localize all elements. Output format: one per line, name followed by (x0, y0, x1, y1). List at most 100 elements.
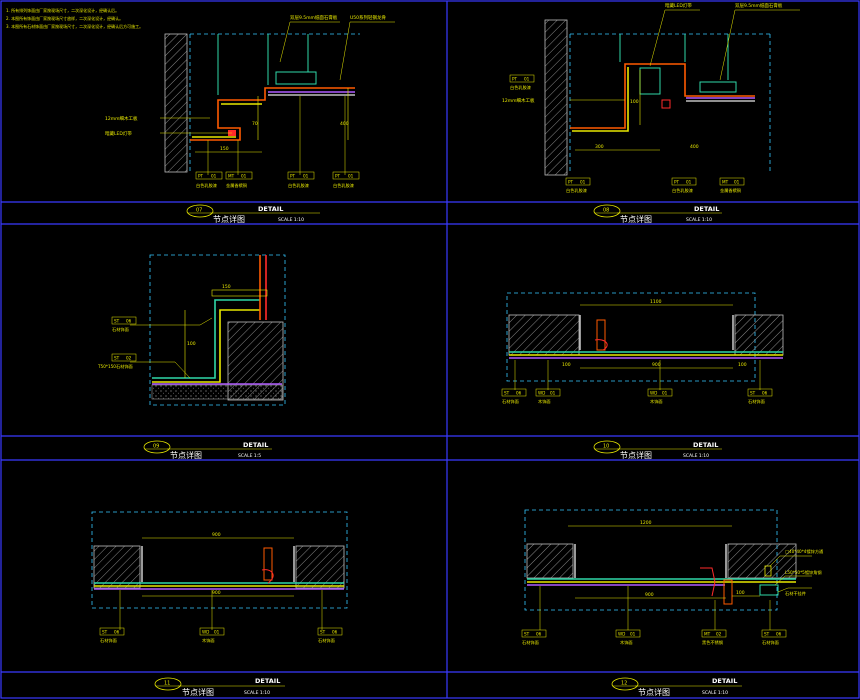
tag-num: 01 (550, 391, 556, 396)
detail-11: 900 900 ST 06 石材饰面 WD 01 木饰面 ST 06 石材饰面 (91, 511, 348, 644)
dim-label: 400 (340, 121, 349, 127)
detail-10: 1100 900 100 100 ST 06 石材饰面 WD 01 木饰面 WD… (501, 292, 784, 405)
tag-text: 石材饰面 (100, 637, 117, 644)
stone-block (526, 543, 574, 579)
note-2: 2. 本图所有饰面由厂家按现场尺寸放样，二次深化设计，经确认。 (6, 15, 123, 21)
detail-scale: SCALE 1:10 (244, 690, 270, 696)
tag-text: 金属香槟铜 (720, 187, 741, 194)
detail-08: 300 100 400 暗藏LED灯带 双层9.5mm纸面石膏板 12mm细木工… (502, 2, 800, 194)
tag-num: 02 (716, 632, 722, 637)
stone-block (734, 314, 784, 356)
tag-num: 06 (762, 391, 768, 396)
title-block-11: 11 DETAIL 节点详图 SCALE 1:10 (154, 677, 285, 697)
tag-code: PT (674, 180, 680, 185)
tag-code: ST (524, 632, 530, 637)
tag-code: PT (512, 77, 518, 82)
tag-code: ST (114, 356, 120, 361)
tag-num: 01 (662, 391, 668, 396)
tag-text: 白色乳胶漆 (566, 187, 587, 194)
tag-code: PT (198, 174, 204, 179)
title-block-07: 07 DETAIL 节点详图 SCALE 1:10 (186, 204, 320, 224)
tag-code: WD (618, 632, 625, 637)
detail-title: 节点详图 (620, 214, 652, 224)
detail-label: DETAIL (694, 205, 719, 213)
dim-label: 100 (187, 341, 196, 347)
dim-label: 70 (252, 121, 258, 127)
tag-num: 01 (686, 180, 692, 185)
detail-label: DETAIL (693, 441, 718, 449)
dim-label: 900 (212, 532, 221, 538)
tag-code: MT (704, 632, 711, 637)
stone-block (727, 543, 797, 579)
dim-label: 300 (595, 144, 604, 150)
detail-number: 11 (164, 681, 170, 687)
tag-code: ST (750, 391, 756, 396)
tag-code: PT (290, 174, 296, 179)
stone-block (295, 545, 345, 589)
tag-text: 金属香槟铜 (226, 182, 247, 189)
detail-number: 10 (603, 444, 609, 450)
tag-text: 白色乳胶漆 (510, 84, 531, 91)
tag-num: 01 (734, 180, 740, 185)
tag-text: 白色乳胶漆 (196, 182, 217, 189)
detail-scale: SCALE 1:10 (686, 217, 712, 223)
dim-label: 900 (652, 362, 661, 368)
callout-text: 双层9.5mm纸面石膏板 (735, 2, 783, 9)
title-block-09: 09 DETAIL 节点详图 SCALE 1:5 (143, 440, 272, 460)
callout-text: U50系列轻钢龙骨 (350, 14, 387, 21)
detail-label: DETAIL (255, 677, 280, 685)
detail-07: 150 70 400 双层9.5mm纸面石膏板 U50系列轻钢龙骨 12mm细木… (105, 14, 395, 189)
detail-number: 08 (603, 208, 609, 214)
detail-label: DETAIL (243, 441, 268, 449)
tag-text: 黑色不锈钢 (702, 639, 723, 646)
detail-number: 07 (196, 208, 202, 214)
dim-label: 150 (220, 146, 229, 152)
tag-num: 06 (114, 630, 120, 635)
detail-scale: SCALE 1:10 (683, 453, 709, 459)
detail-09: 150 100 ST 06 石材饰面 ST 02 T50*150石材饰面 (97, 254, 286, 406)
title-block-10: 10 DETAIL 节点详图 SCALE 1:10 (593, 440, 722, 460)
tag-code: MT (228, 174, 235, 179)
tag-text: 石材饰面 (748, 398, 765, 405)
tag-num: 02 (126, 356, 132, 361)
tag-text: 石材饰面 (318, 637, 335, 644)
tag-code: WD (650, 391, 657, 396)
tag-num: 01 (211, 174, 217, 179)
dim-label: 100 (562, 362, 571, 368)
tag-code: PT (568, 180, 574, 185)
tag-code: WD (202, 630, 209, 635)
detail-title: 节点详图 (170, 450, 202, 460)
tag-num: 06 (126, 319, 132, 324)
general-notes: 1. 所有排列饰面由厂家按现场尺寸，二次深化设计，经确认后。 2. 本图所有饰面… (6, 7, 143, 29)
callout-text: 12mm细木工板 (105, 115, 138, 122)
tag-num: 01 (214, 630, 220, 635)
tag-text: 木饰面 (538, 398, 551, 405)
dim-label: 400 (690, 144, 699, 150)
dim-label: 100 (738, 362, 747, 368)
detail-label: DETAIL (712, 677, 737, 685)
tag-text: 木饰面 (620, 639, 633, 646)
detail-number: 09 (153, 444, 159, 450)
tag-num: 01 (348, 174, 354, 179)
callout-text: 暗藏LED灯带 (665, 2, 692, 9)
detail-label: DETAIL (258, 205, 283, 213)
stone-block (93, 545, 141, 589)
detail-title: 节点详图 (620, 450, 652, 460)
stone-block (508, 314, 580, 356)
detail-12: 1200 900 100 □40*40*4镀锌方通 L50*50*5镀锌角钢 石… (521, 509, 824, 646)
tag-num: 01 (241, 174, 247, 179)
detail-scale: SCALE 1:5 (238, 453, 261, 459)
tag-text: 白色乳胶漆 (288, 182, 309, 189)
dim-label: 1200 (640, 520, 652, 526)
tag-code: ST (114, 319, 120, 324)
title-block-12: 12 DETAIL 节点详图 SCALE 1:10 (611, 677, 742, 697)
tag-text: T50*150石材饰面 (97, 363, 133, 370)
tag-num: 06 (516, 391, 522, 396)
note-1: 1. 所有排列饰面由厂家按现场尺寸，二次深化设计，经确认后。 (6, 7, 119, 13)
tag-text: 石材饰面 (522, 639, 539, 646)
dim-label: 900 (212, 590, 221, 596)
detail-scale: SCALE 1:10 (278, 217, 304, 223)
tag-code: ST (764, 632, 770, 637)
